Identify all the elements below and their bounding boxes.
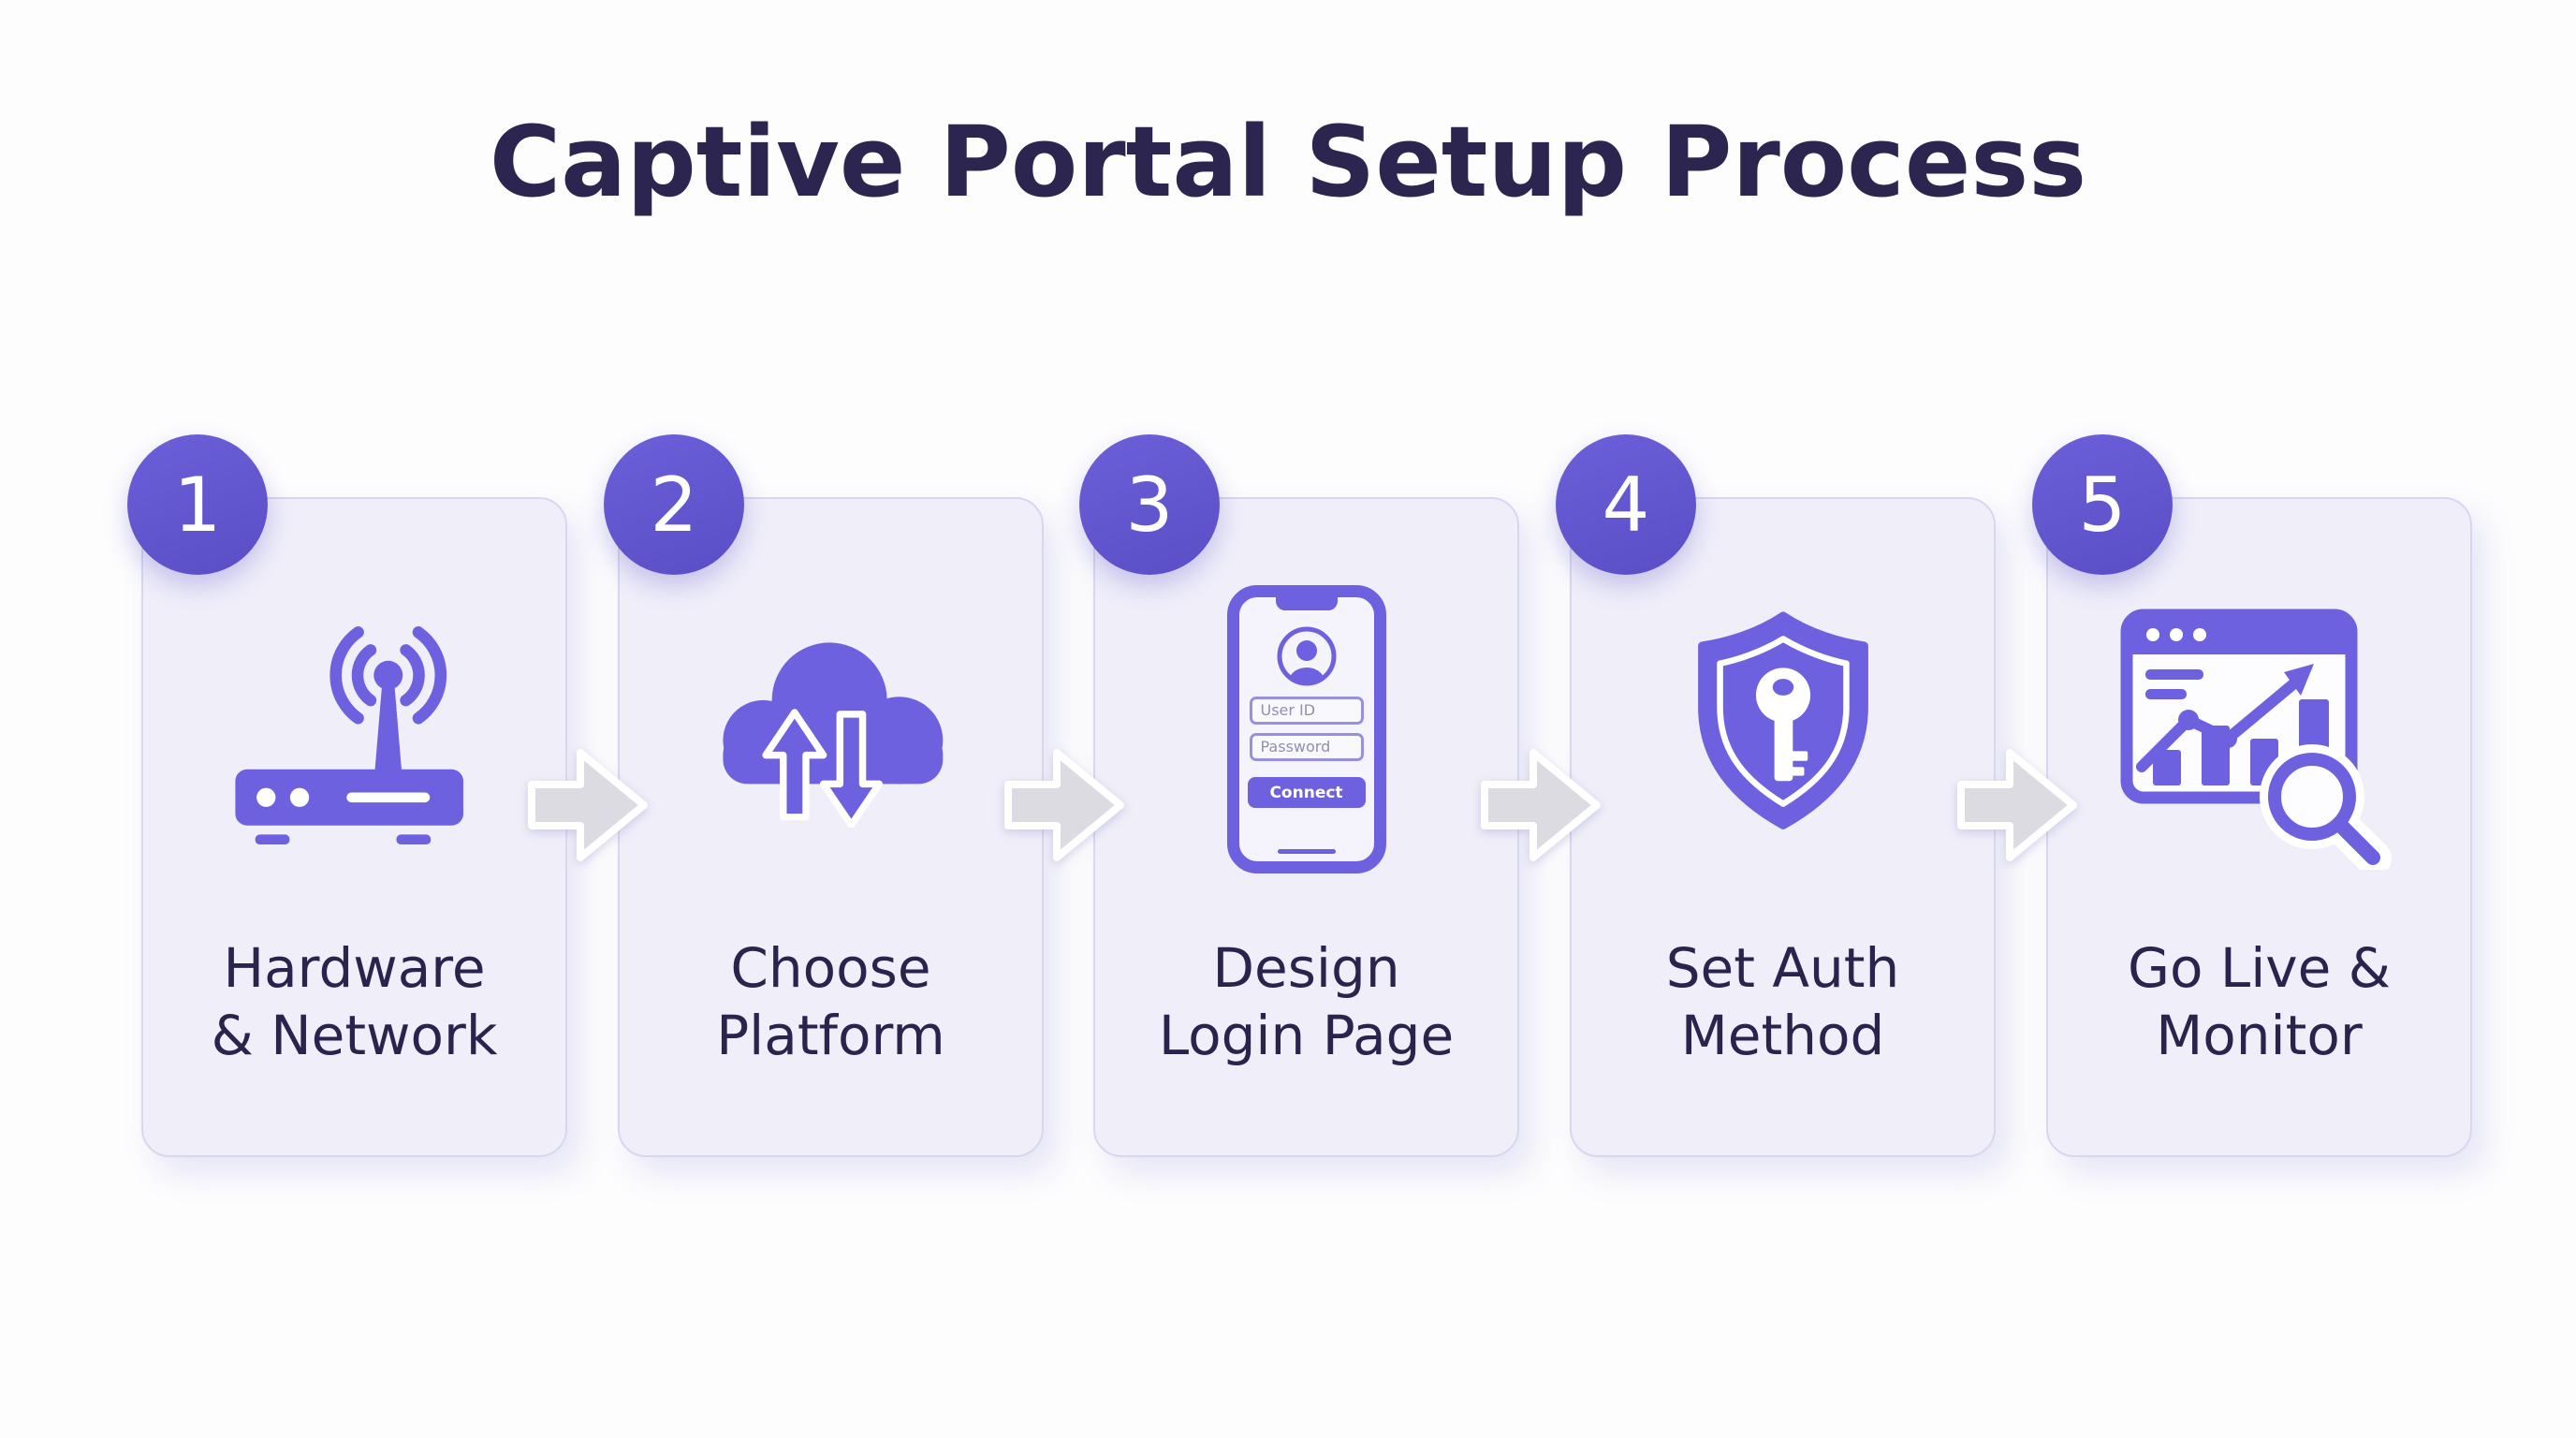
user-id-field: User ID (1249, 697, 1364, 725)
arrow-right-icon (1004, 749, 1124, 861)
step-label-line2: Platform (716, 1004, 945, 1067)
step-label-line1: Go Live & (2128, 936, 2391, 1000)
step-1-badge: 1 (127, 434, 268, 575)
step-number: 3 (1125, 461, 1174, 549)
step-label: Set Auth Method (1572, 934, 1994, 1069)
step-label-line2: Method (1680, 1004, 1885, 1067)
step-label-line1: Set Auth (1665, 936, 1900, 1000)
step-card-4: 4 Set Auth Method (1556, 434, 1996, 1157)
phone-notch (1275, 596, 1338, 610)
step-label-line2: & Network (211, 1004, 498, 1067)
step-3-badge: 3 (1079, 434, 1220, 575)
connect-button: Connect (1247, 777, 1366, 808)
step-card-3: 3 User ID Password Connect Design Login … (1079, 434, 1519, 1157)
arrow-right-icon (1957, 749, 2077, 861)
shield-key-icon (1697, 611, 1868, 829)
step-5-badge: 5 (2032, 434, 2173, 575)
step-card-5: 5 Go Live & Monitor (2032, 434, 2472, 1157)
cloud-transfer-icon (722, 642, 943, 828)
page-title: Captive Portal Setup Process (489, 105, 2087, 219)
arrow-right-icon (528, 749, 648, 861)
step-label: Go Live & Monitor (2048, 934, 2470, 1069)
step-label-line1: Design (1212, 936, 1400, 1000)
step-card-2: 2 Choose Platform (604, 434, 1044, 1157)
step-label-line1: Choose (730, 936, 931, 1000)
step-4-badge: 4 (1556, 434, 1696, 575)
step-number: 5 (2078, 461, 2127, 549)
step-number: 1 (173, 461, 222, 549)
step-number: 2 (650, 461, 698, 549)
step-label: Hardware & Network (143, 934, 565, 1069)
step-label-line2: Monitor (2156, 1004, 2363, 1067)
step-label: Design Login Page (1095, 934, 1517, 1069)
analytics-browser-icon (2120, 609, 2392, 870)
arrow-right-icon (1481, 749, 1601, 861)
step-number: 4 (1602, 461, 1650, 549)
user-avatar-icon (1277, 626, 1336, 686)
step-card-1: 1 Hardware & Network (127, 434, 567, 1157)
step-label-line2: Login Page (1158, 1004, 1455, 1067)
step-label: Choose Platform (620, 934, 1042, 1069)
phone-login-icon: User ID Password Connect (1226, 585, 1386, 873)
home-indicator (1277, 849, 1336, 854)
wifi-router-icon (234, 626, 463, 845)
step-label-line1: Hardware (223, 936, 486, 1000)
password-field: Password (1249, 733, 1364, 761)
step-2-badge: 2 (604, 434, 744, 575)
